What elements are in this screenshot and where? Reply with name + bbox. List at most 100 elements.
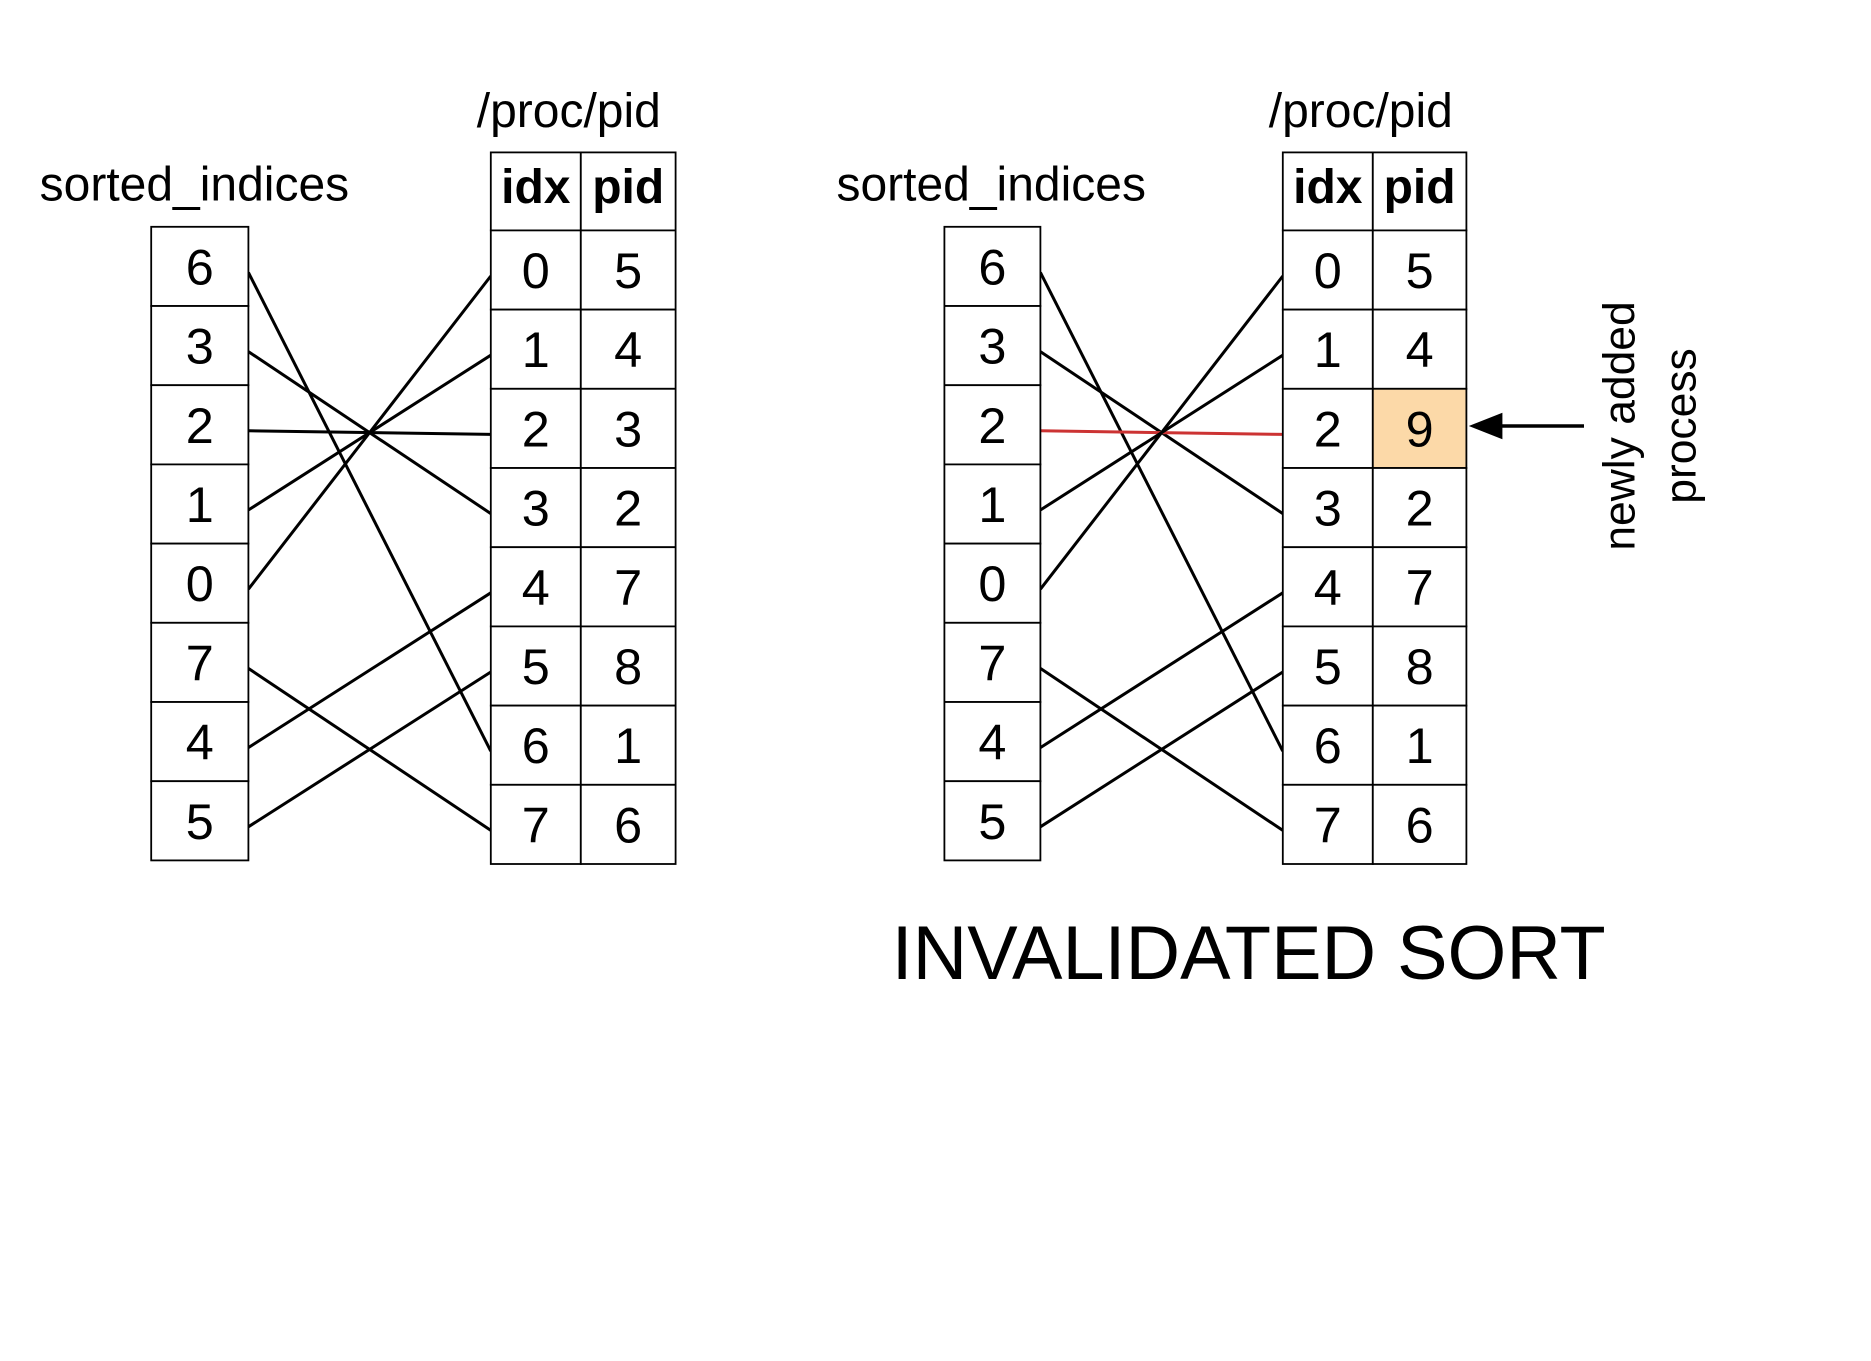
sorted-index-cell	[943, 384, 1042, 466]
sorted-index-cell	[943, 305, 1042, 387]
pid-cell	[1371, 704, 1468, 786]
idx-cell	[1281, 467, 1374, 549]
idx-value: 0	[1314, 242, 1342, 299]
sorted-index-cell	[943, 225, 1042, 307]
sorted-index-value: 3	[978, 318, 1006, 375]
idx-value: 1	[1314, 321, 1342, 378]
idx-cell	[1281, 783, 1374, 865]
sorted-index-value: 3	[186, 318, 214, 375]
pid-value: 5	[1406, 242, 1434, 299]
idx-value: 7	[1314, 796, 1342, 853]
idx-value: 7	[522, 796, 550, 853]
idx-value: 5	[522, 638, 550, 695]
sorted-index-cell	[943, 701, 1042, 783]
sorted-index-value: 5	[978, 793, 1006, 850]
pid-cell	[579, 704, 677, 786]
links-panel-2	[1039, 271, 1285, 832]
diagram-title: INVALIDATED SORT	[891, 912, 1606, 997]
idx-header: idx	[501, 161, 571, 214]
sorted-index-cell	[943, 780, 1042, 862]
sorted-index-value: 2	[186, 397, 214, 454]
sorted-index-value: 5	[186, 793, 214, 850]
pointer-line	[1039, 591, 1284, 749]
sorted-index-value: 6	[186, 238, 214, 295]
sorted-index-value: 0	[978, 555, 1006, 612]
pid-value: 3	[614, 400, 642, 457]
idx-value: 3	[1314, 480, 1342, 537]
pointer-line	[247, 271, 493, 752]
idx-value: 2	[522, 400, 550, 457]
pid-value: 4	[614, 321, 642, 378]
idx-value: 4	[1314, 559, 1342, 616]
pid-cell	[579, 546, 677, 628]
newly-added-annotation: newly added process	[1468, 301, 1706, 551]
proc-pid-label: /proc/pid	[477, 85, 661, 138]
pointer-line	[1039, 271, 1285, 752]
idx-value: 6	[1314, 717, 1342, 774]
sorted-index-value: 1	[186, 476, 214, 533]
sorted-index-cell	[150, 542, 250, 624]
pointer-line	[247, 275, 492, 591]
pointer-line	[247, 591, 492, 749]
pid-header: pid	[1384, 161, 1456, 214]
pid-value: 4	[1406, 321, 1434, 378]
sorted-index-cell	[943, 621, 1042, 703]
pid-cell	[1371, 546, 1468, 628]
pid-value: 6	[1406, 796, 1434, 853]
sorted-index-value: 0	[186, 555, 214, 612]
idx-value: 4	[522, 559, 550, 616]
pid-cell	[579, 783, 677, 865]
pid-value: 7	[614, 559, 642, 616]
sorted-index-value: 1	[978, 476, 1006, 533]
idx-cell	[489, 229, 582, 311]
sorted-index-cell	[150, 621, 250, 703]
pid-value: 1	[614, 717, 642, 774]
pid-cell	[579, 387, 677, 469]
sorted-indices-label: sorted_indices	[40, 158, 350, 211]
pid-value: 1	[1406, 717, 1434, 774]
idx-cell	[489, 387, 582, 469]
sorted-index-value: 7	[186, 634, 214, 691]
proc-pid-label: /proc/pid	[1269, 85, 1453, 138]
pid-value: 7	[1406, 559, 1434, 616]
pid-cell-highlighted	[1371, 387, 1468, 469]
pointer-line	[1039, 670, 1284, 829]
sorted-index-cell	[943, 542, 1042, 624]
pid-value: 8	[1406, 638, 1434, 695]
pid-cell	[1371, 229, 1468, 311]
pid-cell	[579, 308, 677, 390]
annotation-line-1: newly added	[1595, 301, 1644, 550]
idx-value: 1	[522, 321, 550, 378]
pid-value: 2	[1406, 480, 1434, 537]
pid-header: pid	[592, 161, 664, 214]
idx-value: 5	[1314, 638, 1342, 695]
idx-cell	[489, 783, 582, 865]
pid-value: 6	[614, 796, 642, 853]
pointer-line	[247, 670, 492, 829]
pid-value: 9	[1406, 400, 1434, 457]
sorted-index-cell	[150, 780, 250, 862]
sorted-index-value: 4	[186, 714, 214, 771]
links-panel-1	[247, 271, 493, 832]
sorted-index-value: 7	[978, 634, 1006, 691]
sorted-indices-label: sorted_indices	[836, 158, 1146, 211]
idx-value: 3	[522, 480, 550, 537]
pid-cell	[1371, 625, 1468, 707]
pid-header-cell	[1371, 151, 1468, 232]
idx-cell	[1281, 308, 1374, 390]
idx-value: 2	[1314, 400, 1342, 457]
sorted-index-value: 6	[978, 238, 1006, 295]
pointer-line	[1039, 275, 1284, 591]
sorted-index-value: 4	[978, 714, 1006, 771]
pid-cell	[1371, 783, 1468, 865]
annotation-line-2: process	[1657, 348, 1706, 503]
pid-value: 2	[614, 480, 642, 537]
idx-header: idx	[1293, 161, 1363, 214]
pid-cell	[1371, 467, 1468, 549]
